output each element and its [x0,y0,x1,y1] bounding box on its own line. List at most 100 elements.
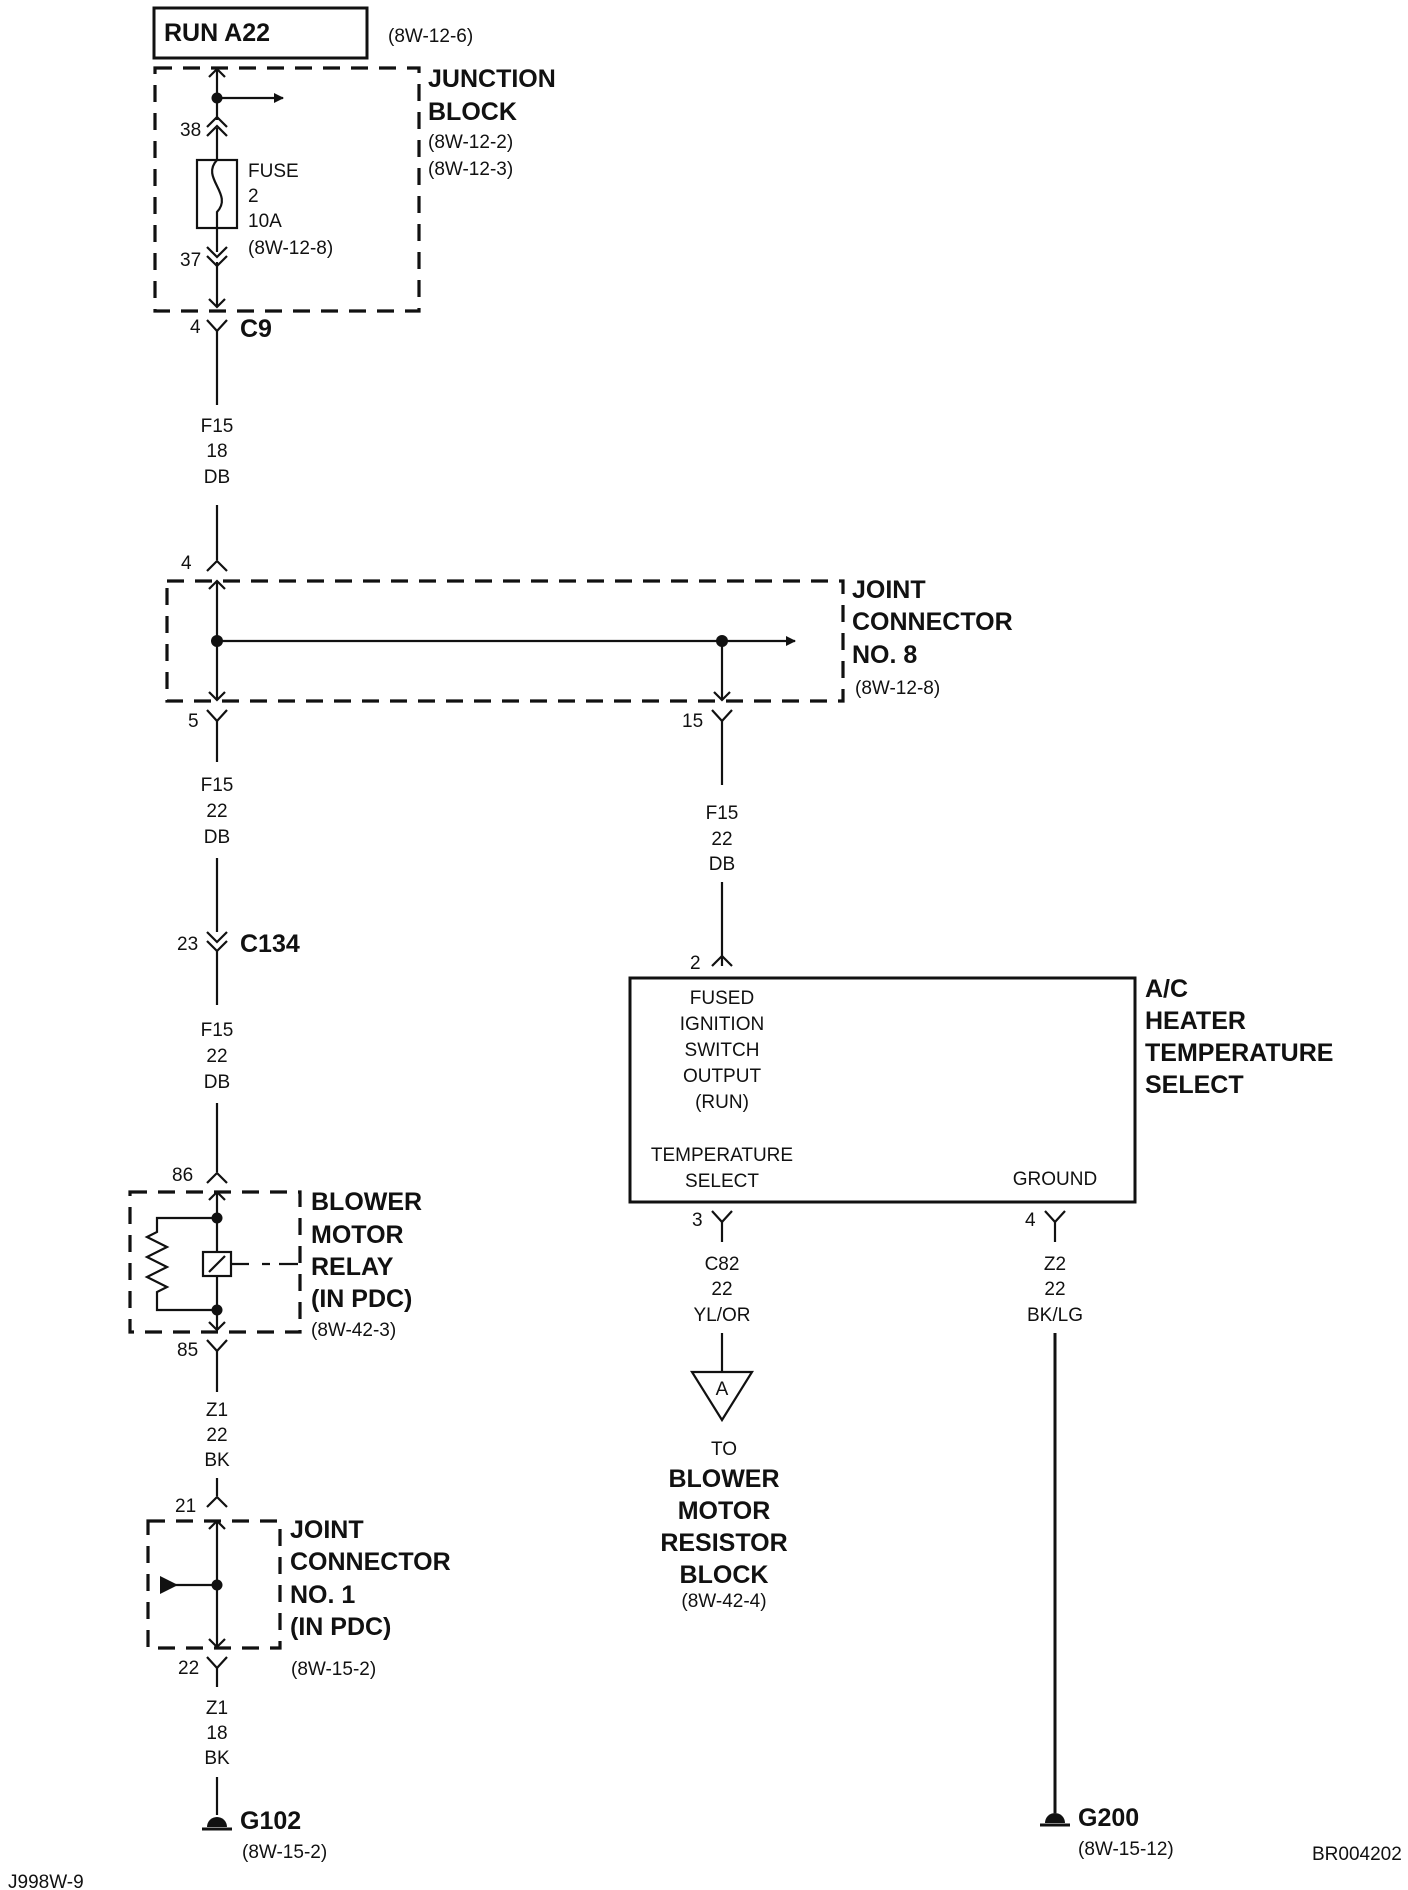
jc1-ref: (8W-15-2) [291,1659,376,1680]
fuse-label: FUSE [248,161,299,182]
source-run-a22: RUN A22 (8W-12-6) [152,6,473,60]
junction-pin-37: 37 [180,250,201,271]
offpage-triangle-icon [690,1370,754,1423]
g102-name: G102 [240,1807,301,1835]
fuse-number: 2 [248,186,259,207]
wire-f15-22-db-b: F15 22 DB [201,1020,234,1093]
wire-z1-22-bk: Z1 22 BK [204,1400,230,1471]
svg-text:YL/OR: YL/OR [693,1305,750,1326]
source-label: RUN A22 [164,19,270,47]
svg-text:22: 22 [711,1279,732,1300]
svg-text:18: 18 [206,441,227,462]
ac-title-2: HEATER [1145,1007,1246,1035]
svg-text:F15: F15 [201,775,234,796]
relay-title-3: RELAY [311,1253,394,1281]
wire-z2-22-bklg: Z2 22 BK/LG [1027,1254,1083,1326]
ac-heater-temperature-select: A/C HEATER TEMPERATURE SELECT FUSED IGNI… [628,975,1333,1204]
offpage-to: TO [711,1439,737,1460]
ac-pin-4: 4 [1025,1210,1036,1231]
jc8-title-2: CONNECTOR [852,608,1013,636]
junction-ref-1: (8W-12-2) [428,132,513,153]
svg-text:22: 22 [206,1046,227,1067]
svg-text:DB: DB [204,467,230,488]
svg-text:Z2: Z2 [1044,1254,1066,1275]
svg-text:F15: F15 [201,416,234,437]
svg-text:22: 22 [711,829,732,850]
ac-input-label-4: OUTPUT [683,1066,762,1087]
ground-g102: G102 (8W-15-2) [202,1807,327,1863]
page-code: BR004202 [1312,1844,1402,1865]
c134-name: C134 [240,930,300,958]
ac-title-1: A/C [1145,975,1188,1003]
wire-f15-22-db-a: F15 22 DB [201,775,234,848]
ac-input-label-5: (RUN) [695,1092,749,1113]
joint-connector-1: 21 JOINT CONNECTOR NO. 1 (IN PDC) 22 (8W… [146,1495,451,1680]
sheet-code: J998W-9 [8,1872,84,1890]
offpage-dest-3: RESISTOR [660,1529,787,1557]
ground-icon [1045,1813,1065,1823]
relay-title-1: BLOWER [311,1188,422,1216]
offpage-dest-2: MOTOR [678,1497,771,1525]
relay-pin-85: 85 [177,1340,198,1361]
ac-title-3: TEMPERATURE [1145,1039,1333,1067]
svg-text:F15: F15 [706,803,739,824]
ac-input-label-1: FUSED [690,988,754,1009]
svg-text:18: 18 [206,1723,227,1744]
resistor-icon [144,1216,217,1312]
svg-text:BK: BK [204,1748,230,1769]
svg-text:DB: DB [709,854,735,875]
source-ref: (8W-12-6) [388,26,473,47]
ground-icon [207,1817,227,1827]
fuse-rating: 10A [248,211,282,232]
relay-title-2: MOTOR [311,1221,404,1249]
jc1-title-4: (IN PDC) [290,1613,391,1641]
c134-pin: 23 [177,934,198,955]
ac-temp-label-2: SELECT [685,1171,759,1192]
connector-c9: 4 C9 [190,315,272,343]
junction-title-1: JUNCTION [428,65,556,93]
relay-title-4: (IN PDC) [311,1285,412,1313]
jc8-ref: (8W-12-8) [855,678,940,699]
junction-title-2: BLOCK [428,98,517,126]
svg-text:22: 22 [206,1425,227,1446]
offpage-connector-a: A TO BLOWER MOTOR RESISTOR BLOCK (8W-42-… [660,1370,788,1612]
blower-motor-relay: 86 BLOWER MOTOR RELAY (IN PDC) (8W-42-3)… [128,1165,422,1361]
fuse-ref: (8W-12-8) [248,238,333,259]
jc8-pin-5: 5 [188,711,199,732]
ac-ground-label: GROUND [1013,1169,1097,1190]
offpage-letter: A [716,1379,729,1400]
c9-name: C9 [240,315,272,343]
connector-c134: 23 C134 [177,930,300,958]
jc8-title-1: JOINT [852,576,926,604]
wire-c82-22-ylor: C82 22 YL/OR [693,1254,750,1326]
svg-text:F15: F15 [201,1020,234,1041]
svg-text:BK: BK [204,1450,230,1471]
offpage-dest-1: BLOWER [668,1465,779,1493]
svg-text:C82: C82 [705,1254,740,1275]
svg-text:Z1: Z1 [206,1698,228,1719]
ac-input-label-3: SWITCH [685,1040,760,1061]
g200-ref: (8W-15-12) [1078,1839,1174,1860]
ac-input-label-2: IGNITION [680,1014,764,1035]
jc1-pin-22: 22 [178,1658,199,1679]
wire-z1-18-bk: Z1 18 BK [204,1698,230,1769]
wire-f15-22-db-c: F15 22 DB [706,803,739,875]
wire-f15-18-db: F15 18 DB [201,416,234,488]
svg-text:BK/LG: BK/LG [1027,1305,1083,1326]
g102-ref: (8W-15-2) [242,1842,327,1863]
svg-text:DB: DB [204,827,230,848]
svg-text:DB: DB [204,1072,230,1093]
offpage-ref: (8W-42-4) [681,1591,766,1612]
relay-pin-86: 86 [172,1165,193,1186]
ac-temp-label-1: TEMPERATURE [651,1145,793,1166]
junction-block: JUNCTION BLOCK (8W-12-2) (8W-12-3) 38 FU… [153,65,556,313]
jc1-title-3: NO. 1 [290,1581,355,1609]
junction-pin-38: 38 [180,120,201,141]
jc8-pin-15: 15 [682,711,703,732]
offpage-dest-4: BLOCK [680,1561,769,1589]
g200-name: G200 [1078,1804,1139,1832]
ac-pin-3: 3 [692,1210,703,1231]
junction-ref-2: (8W-12-3) [428,159,513,180]
ground-g200: G200 (8W-15-12) [1040,1804,1174,1860]
